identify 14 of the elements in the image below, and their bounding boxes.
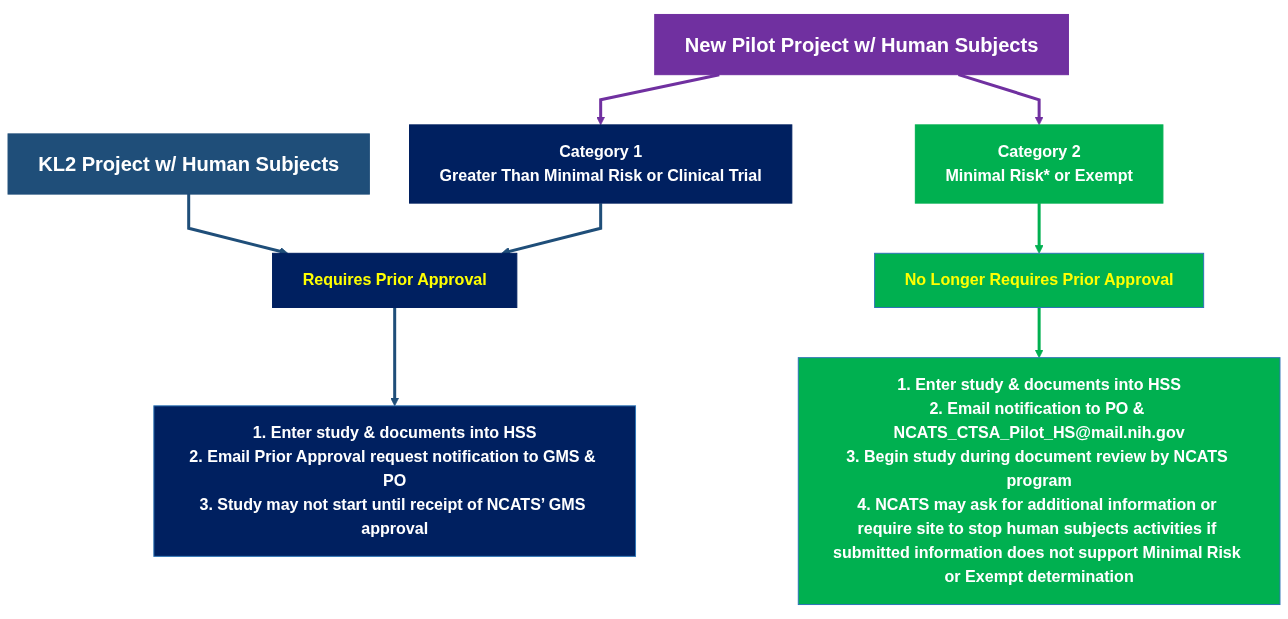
- node-box: Category 1 Greater Than Minimal Risk or Clinical Trial: [409, 124, 793, 204]
- node-box: Requires Prior Approval: [272, 252, 518, 308]
- arrow: [501, 203, 603, 256]
- node-box: 1. Enter study & documents into HSS 2. Email notification to PO & NCATS_CTSA_Pilot_HS@mail.nih.gov 3. Begin study during document review by NCATS program 4. NCATS may ask for additional information or require site to stop human subjects activities if submitted information does not support Minimal Risk or Exempt determination: [797, 357, 1281, 606]
- arrow: [390, 307, 400, 407]
- node-box: 1. Enter study & documents into HSS 2. Email Prior Approval request notification to GMS & PO 3. Study may not start until receipt of NCATS’ GMS approval: [153, 405, 637, 557]
- arrow: [958, 73, 1044, 126]
- arrow: [1034, 307, 1044, 359]
- node-box: KL2 Project w/ Human Subjects: [7, 133, 370, 195]
- node-box: New Pilot Project w/ Human Subjects: [654, 13, 1069, 76]
- arrow: [1034, 203, 1044, 254]
- arrow: [596, 73, 720, 126]
- node-box: Category 2 Minimal Risk* or Exempt: [914, 124, 1164, 204]
- node-box: No Longer Requires Prior Approval: [874, 252, 1205, 308]
